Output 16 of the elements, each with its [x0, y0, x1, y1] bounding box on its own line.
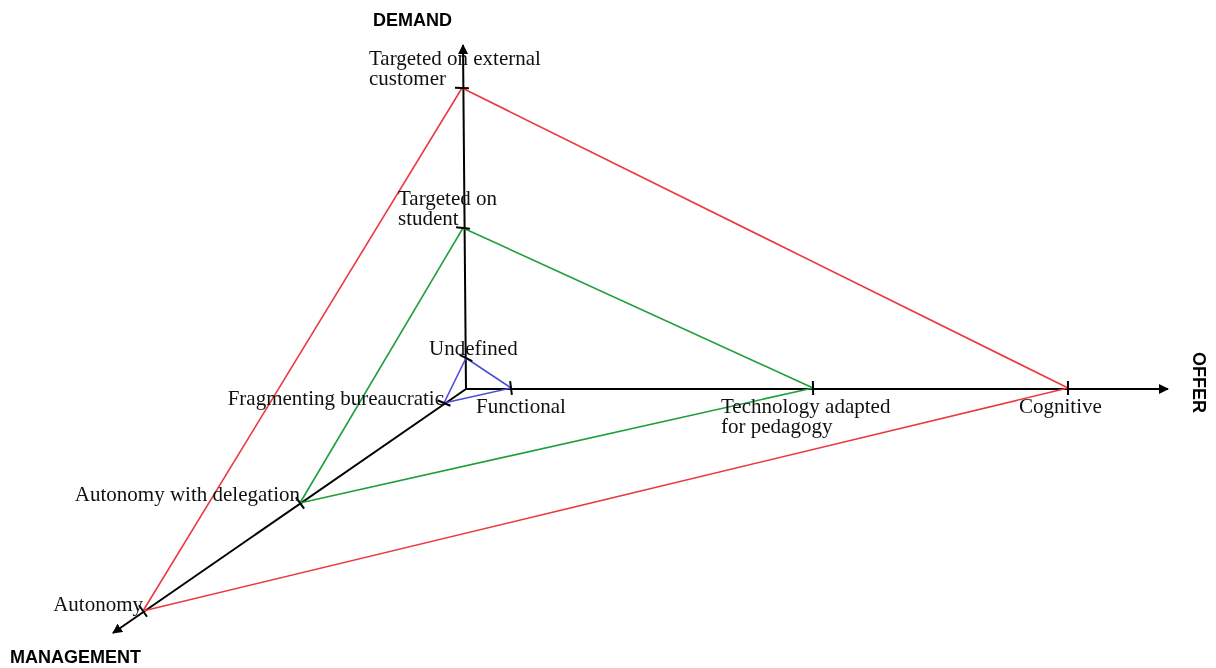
axis-title: OFFER — [1188, 352, 1209, 413]
connector-line — [443, 387, 512, 404]
axis-point-label: Autonomy — [53, 594, 143, 614]
axis-point-label: Cognitive — [1019, 388, 1102, 416]
connector-line — [142, 387, 1069, 612]
axis-point-label: Technology adapted for pedagogy — [721, 388, 911, 436]
axis-point-label: Functional — [476, 388, 566, 416]
connector-line — [443, 357, 467, 404]
connector-line — [462, 227, 814, 389]
axis-title: DEMAND — [373, 10, 452, 31]
connector-line — [299, 227, 464, 504]
connector-line — [299, 387, 814, 504]
connector-line — [142, 87, 463, 612]
connector-line — [461, 87, 1069, 389]
axis-title: MANAGEMENT — [10, 647, 141, 668]
connector-line — [465, 357, 512, 389]
